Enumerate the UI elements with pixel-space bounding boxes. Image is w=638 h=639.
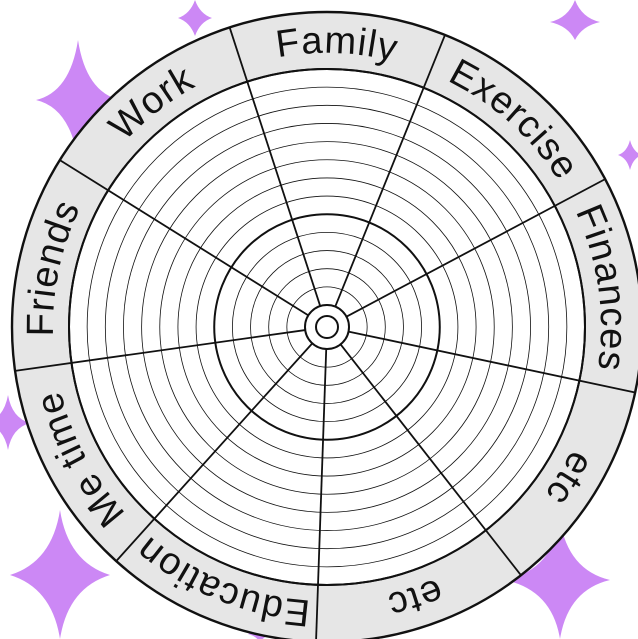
sparkle-icon (178, 0, 212, 36)
hub-inner (316, 316, 338, 338)
sparkle-icon (618, 140, 638, 170)
wheel: FamilyExerciseFinancesetcetcEducationMe … (12, 12, 638, 639)
sparkle-icon (550, 0, 600, 40)
